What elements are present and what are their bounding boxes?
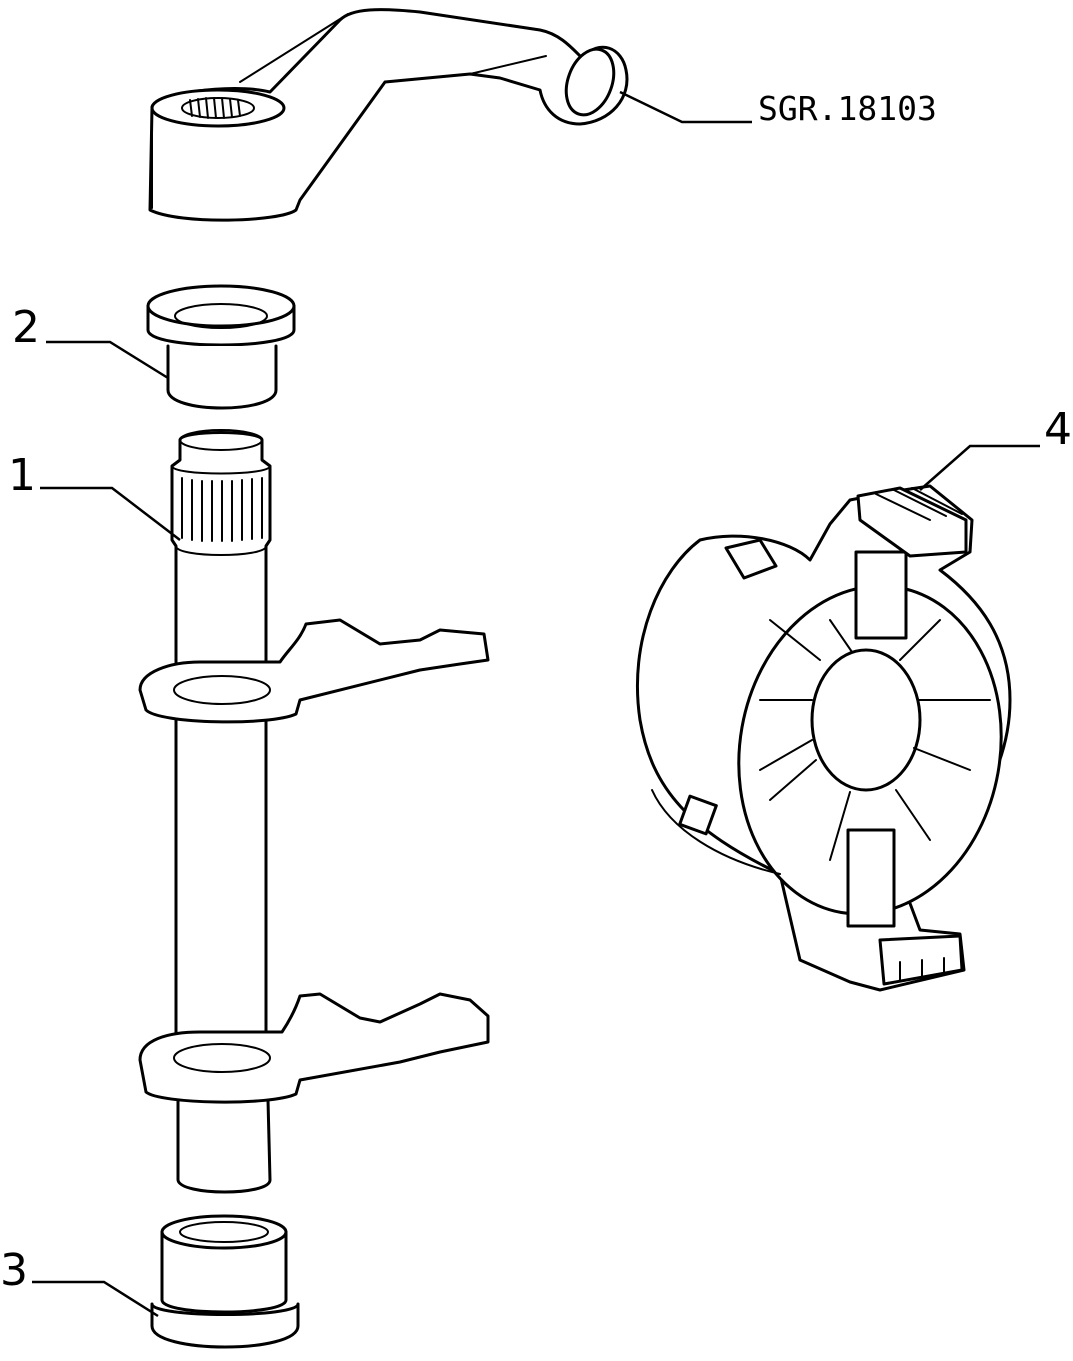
callout-2-leader xyxy=(46,340,169,380)
callout-3-leader xyxy=(32,1280,159,1318)
callout-1: 1 xyxy=(8,450,36,501)
callout-3: 3 xyxy=(0,1245,28,1296)
lower-bush xyxy=(150,1214,300,1349)
reference-code: SGR.18103 xyxy=(758,89,937,128)
callout-4-leader xyxy=(919,444,1040,491)
callout-2: 2 xyxy=(12,302,40,353)
reference-leader xyxy=(619,90,752,124)
upper-bush xyxy=(146,284,296,410)
sensor-bracket-assembly xyxy=(635,484,1012,992)
selector-shaft-with-forks xyxy=(138,429,490,1194)
callout-1-leader xyxy=(40,486,181,541)
selector-lever xyxy=(148,8,629,222)
callout-4: 4 xyxy=(1044,404,1072,455)
